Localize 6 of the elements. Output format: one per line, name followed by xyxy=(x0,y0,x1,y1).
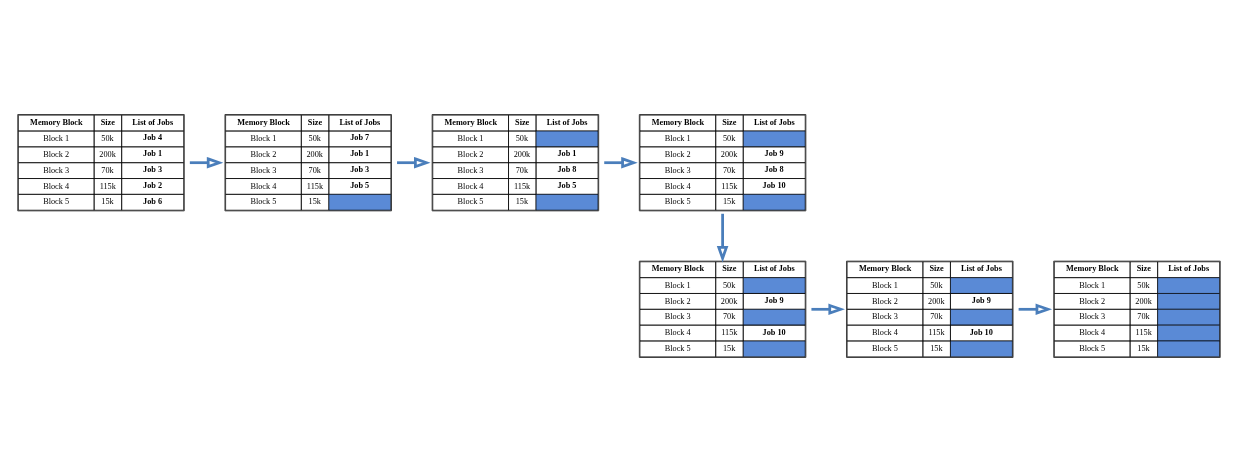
arrow xyxy=(811,303,845,315)
arrow xyxy=(716,213,729,262)
arrow xyxy=(189,156,224,168)
arrow xyxy=(604,156,638,168)
arrow xyxy=(1018,303,1053,315)
arrow xyxy=(397,156,431,168)
